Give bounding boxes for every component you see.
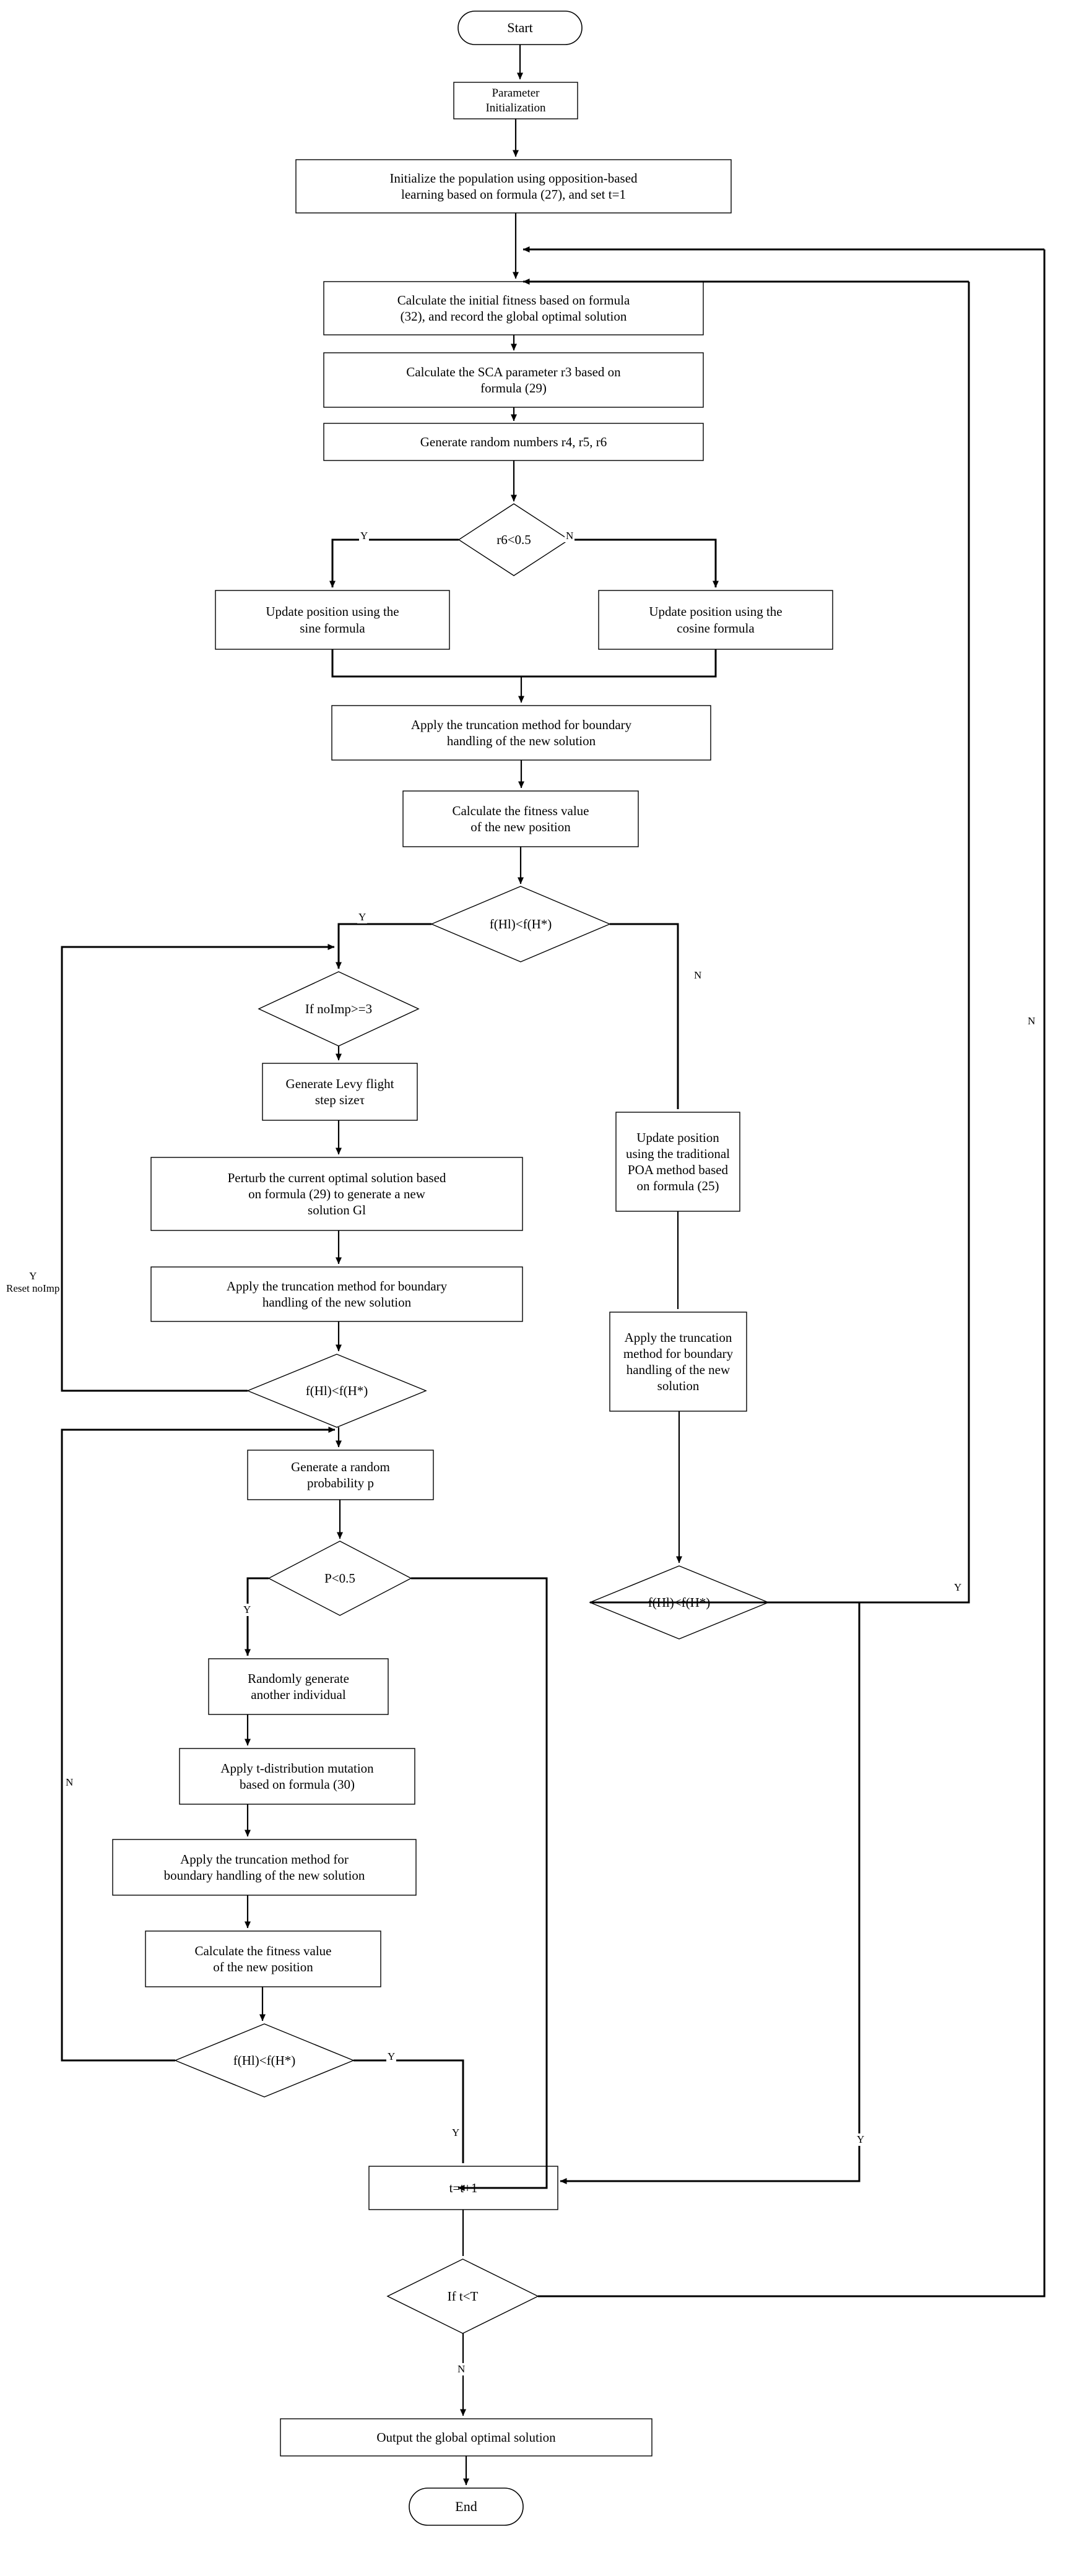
edge-decc-left-loop [590,282,970,1604]
edge-pdec-no [411,1577,548,2191]
edge-pdec-yes [245,1577,269,1656]
node-truncD [112,1839,417,1896]
edge-decd-left-loop [61,1427,336,2062]
node-output [280,2418,653,2457]
edge-sine-cos-merge [331,649,717,678]
node-tDec [386,2258,539,2334]
edge-decd-yes [353,2059,464,2163]
node-r6dec [457,503,570,576]
node-truncB [150,1266,523,1322]
edge-tdec-yes [538,249,1046,2297]
edge-r6-no [569,538,719,588]
edge-decc-yes [560,1601,861,2184]
node-randGen [208,1658,389,1715]
node-cosUpd [598,590,833,650]
node-pDec [267,1541,412,1616]
node-genProb [247,1450,434,1500]
node-decD [174,2023,355,2098]
node-fitD [145,1930,381,1987]
edge-decb-reset [61,944,335,1392]
node-end [409,2487,524,2526]
node-truncC [609,1312,747,1412]
node-genRand [323,423,704,461]
node-poaUpd [615,1112,740,1212]
node-calcSCA [323,352,704,408]
node-perturb [150,1157,523,1231]
node-paramInit [453,82,578,119]
node-initPop [295,159,732,214]
edge-deca-no [610,923,679,1109]
node-start [457,11,583,45]
node-noImpDec [258,971,420,1047]
node-sineUpd [215,590,450,650]
node-decB [246,1354,427,1428]
node-truncA [331,705,711,761]
node-levy [262,1063,418,1121]
edge-r6-yes [329,538,459,588]
node-decA [430,886,611,962]
node-shapes [112,11,833,2526]
edge-connectors [61,45,1046,2486]
edge-deca-yes [336,923,431,969]
node-calcInitFit [323,281,704,335]
node-fitA [402,790,639,847]
node-tdist [179,1748,415,1805]
